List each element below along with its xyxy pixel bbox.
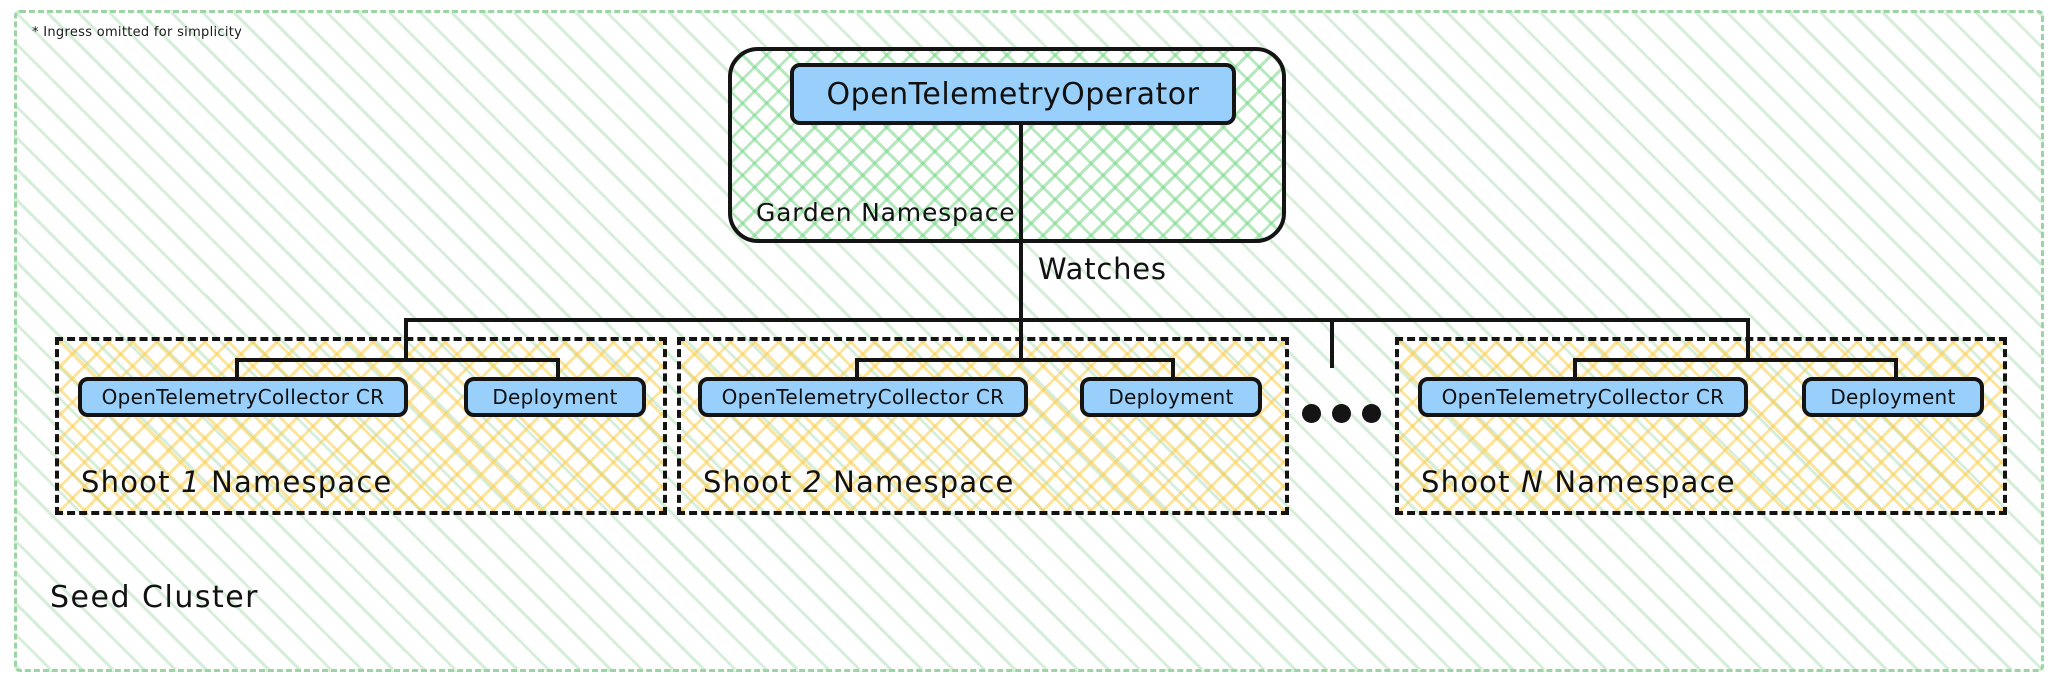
seed-cluster-label: Seed Cluster bbox=[50, 580, 260, 615]
shoot-1-label-prefix: Shoot bbox=[81, 465, 182, 499]
connector-drop-shoot-2 bbox=[1019, 318, 1023, 360]
connector-horizontal-bus bbox=[404, 318, 1750, 322]
shoot-n-deployment-node[interactable]: Deployment bbox=[1802, 377, 1984, 417]
connector-tee-shoot-n-left bbox=[1573, 358, 1577, 380]
shoot-1-namespace-label: Shoot 1 Namespace bbox=[81, 465, 393, 499]
shoot-n-namespace-box: Shoot N Namespace bbox=[1395, 337, 2007, 515]
shoot-n-otel-collector-cr-node[interactable]: OpenTelemetryCollector CR bbox=[1418, 377, 1748, 417]
edge-label-watches: Watches bbox=[1038, 252, 1167, 286]
shoot-2-label-suffix: Namespace bbox=[822, 465, 1015, 499]
shoot-2-namespace-box: Shoot 2 Namespace bbox=[677, 337, 1289, 515]
footnote-ingress-omitted: * Ingress omitted for simplicity bbox=[32, 25, 243, 40]
connector-tee-shoot-n-horizontal bbox=[1573, 358, 1898, 362]
ellipsis-dot-1 bbox=[1302, 404, 1321, 423]
shoot-1-deployment-node[interactable]: Deployment bbox=[464, 377, 646, 417]
garden-namespace-label: Garden Namespace bbox=[756, 198, 1016, 227]
shoot-n-namespace-label: Shoot N Namespace bbox=[1421, 465, 1736, 499]
shoot-1-label-index: 1 bbox=[181, 465, 201, 499]
ellipsis-dot-3 bbox=[1362, 404, 1381, 423]
opentelemetry-operator-node[interactable]: OpenTelemetryOperator bbox=[790, 63, 1236, 125]
connector-drop-shoot-n bbox=[1746, 318, 1750, 360]
shoot-2-label-index: 2 bbox=[803, 465, 823, 499]
shoot-2-label-prefix: Shoot bbox=[703, 465, 804, 499]
shoot-n-label-suffix: Namespace bbox=[1543, 465, 1736, 499]
shoot-n-label-index: N bbox=[1521, 465, 1544, 499]
shoot-1-label-suffix: Namespace bbox=[200, 465, 393, 499]
ellipsis-dot-2 bbox=[1332, 404, 1351, 423]
shoot-1-namespace-box: Shoot 1 Namespace bbox=[55, 337, 667, 515]
connector-tee-shoot-1-right bbox=[556, 358, 560, 380]
connector-tee-shoot-1-left bbox=[235, 358, 239, 380]
shoot-n-label-prefix: Shoot bbox=[1421, 465, 1522, 499]
connector-stub-center bbox=[1330, 322, 1334, 368]
shoot-2-namespace-label: Shoot 2 Namespace bbox=[703, 465, 1015, 499]
ellipsis-icon bbox=[1302, 404, 1381, 423]
connector-tee-shoot-2-horizontal bbox=[855, 358, 1175, 362]
shoot-2-otel-collector-cr-node[interactable]: OpenTelemetryCollector CR bbox=[698, 377, 1028, 417]
connector-tee-shoot-1-horizontal bbox=[235, 358, 560, 362]
connector-drop-shoot-1 bbox=[404, 318, 408, 360]
connector-tee-shoot-2-right bbox=[1171, 358, 1175, 380]
connector-tee-shoot-2-left bbox=[855, 358, 859, 380]
connector-operator-vertical bbox=[1019, 125, 1023, 320]
connector-tee-shoot-n-right bbox=[1894, 358, 1898, 380]
shoot-2-deployment-node[interactable]: Deployment bbox=[1080, 377, 1262, 417]
shoot-1-otel-collector-cr-node[interactable]: OpenTelemetryCollector CR bbox=[78, 377, 408, 417]
